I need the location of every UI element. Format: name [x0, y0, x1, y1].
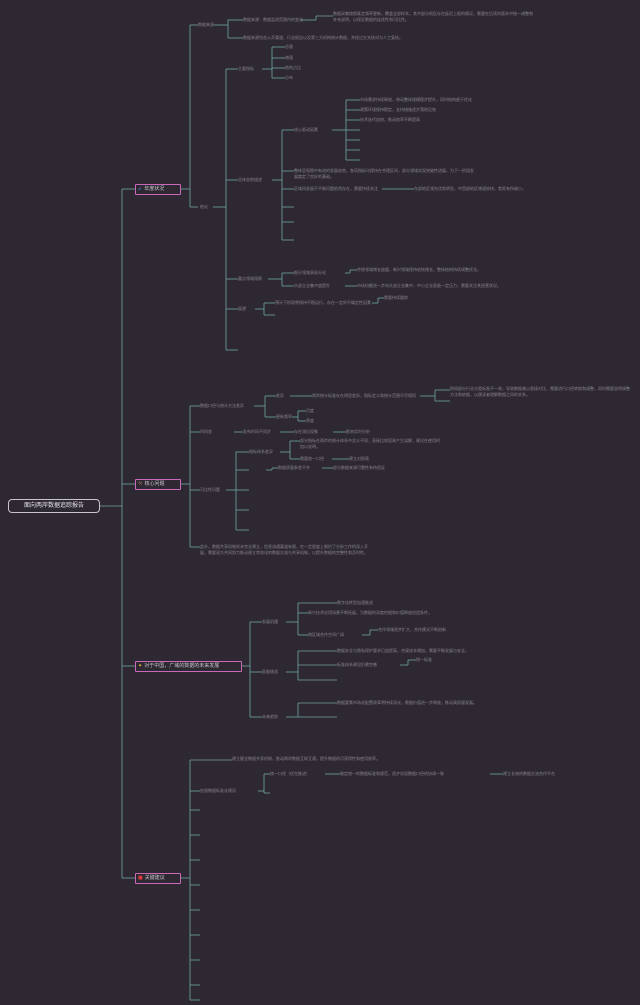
node-b4-b1a[interactable]: 制定统一的数据标准和规范，逐步实现数据口径的协调一致	[340, 771, 444, 776]
branch-node-1[interactable]: ➹年度状况	[135, 184, 181, 195]
bulb-icon: ✦	[138, 663, 143, 669]
node-b2-d[interactable]: 此外，数据共享机制尚未完全建立，信息流通渠道有限，在一定程度上制约了分析工作的深…	[200, 544, 368, 555]
node-b3-b[interactable]: 面临挑战	[262, 669, 278, 674]
node-b1-b2-1c[interactable]: 技术迭代加快，推动效率不断提高	[360, 117, 420, 122]
node-b1-b2[interactable]: 总体态势描述	[238, 177, 262, 182]
node-b1-b3-1a[interactable]: 传统领域增长放缓，新兴领域保持较快增长，整体结构持续调整优化。	[357, 267, 481, 272]
node-b2-c2a[interactable]: 部分数据来源可靠性有待验证	[333, 465, 385, 470]
node-b3-c1[interactable]: 数据要素市场化配置改革将持续深化，数据价值进一步释放，推动高质量发展。	[337, 700, 477, 705]
node-b1-b1-2[interactable]: 增速	[285, 55, 293, 60]
node-b2-a1-2b[interactable]: 季度	[306, 418, 314, 423]
node-b1-b1-3[interactable]: 结构占比	[285, 65, 301, 70]
node-b1-b1-1[interactable]: 总量	[285, 44, 293, 49]
node-b1-a[interactable]: 数据来源	[198, 22, 214, 27]
node-b3-b2a[interactable]: 统一标准	[416, 657, 432, 662]
node-b2-a1-1[interactable]: 两岸统计标准存在明显差异，指标定义和统计范围不尽相同	[312, 393, 416, 398]
node-b2-c[interactable]: 可比性问题	[200, 487, 220, 492]
node-b4-b1b[interactable]: 建立长效的数据交流合作平台	[503, 771, 555, 776]
node-b2-a[interactable]: 数据口径与统计方法差异	[200, 403, 244, 408]
node-b2-b1a[interactable]: 存在滞后现象	[294, 429, 318, 434]
node-b1-b2-1b[interactable]: 政策环境保持稳定，支持措施逐步落地见效	[360, 107, 436, 112]
node-b2-c1[interactable]: 指标体系差异	[249, 449, 273, 454]
node-b3-b1[interactable]: 数据安全与隐私保护要求日益提高，合规成本增加，需要平衡发展与安全。	[337, 648, 469, 653]
node-b4-b1[interactable]: 统一口径（优先推进）	[270, 771, 310, 776]
node-b3-a3a[interactable]: 合作领域逐步扩大，合作模式不断创新	[378, 627, 446, 632]
branch-node-4[interactable]: ■关键建议	[135, 873, 181, 884]
node-b2-c1a[interactable]: 部分指标在两岸的统计体系中含义不同，直接比较容易产生误解，建议在使用时加以说明。	[300, 438, 440, 449]
node-b1-b2-2[interactable]: 整体呈现稳中有进的发展态势，各项指标均保持在合理区间，部分领域实现突破性进展，为…	[294, 168, 474, 179]
node-b1-b1[interactable]: 主要指标	[238, 66, 254, 71]
node-b1-b[interactable]: 结论	[200, 204, 208, 209]
node-b2-c2[interactable]: 数据质量参差不齐	[278, 465, 310, 470]
tool-icon: ⚒	[138, 481, 143, 487]
node-b1-b4-1a[interactable]: 需要持续跟踪	[384, 295, 408, 300]
rocket-icon: ➹	[138, 186, 143, 192]
node-b3-a1[interactable]: 数字化转型加速推进	[337, 600, 373, 605]
branch-label-4: 关键建议	[144, 875, 165, 881]
flag-icon: ■	[138, 875, 143, 881]
node-b1-b4-1[interactable]: 预计下阶段将保持平稳运行，存在一定的不确定性因素	[275, 300, 371, 305]
node-b4-b[interactable]: 加强数据标准化建设	[200, 788, 236, 793]
node-b1-b4[interactable]: 展望	[238, 306, 246, 311]
branch-label-1: 年度状况	[144, 186, 165, 192]
node-b1-b1-4[interactable]: 分布	[285, 75, 293, 80]
node-b1-a1-detail[interactable]: 数据采集按照既定频率更新，覆盖全部样本，其中部分地区存在延迟上报的情况，需要在后…	[333, 11, 533, 22]
node-b3-b2[interactable]: 标准体系建设仍需完善	[337, 662, 377, 667]
node-b2-b[interactable]: 时间差	[200, 429, 212, 434]
node-b1-a2[interactable]: 数据来源包含公开渠道、行业报告以及第三方机构统计数据，并经过交叉核对与人工复核。	[243, 35, 403, 40]
node-b3-a[interactable]: 发展机遇	[262, 619, 278, 624]
node-b2-c1b[interactable]: 需要统一口径	[300, 456, 324, 461]
branch-node-2[interactable]: ⚒核心问题	[135, 479, 181, 490]
node-b1-b2-3a[interactable]: 东部地区领先优势明显，中西部地区增速较快，差距有所缩小。	[414, 186, 526, 191]
branch-label-3: 对于中国，广域的数据的未来发展	[144, 663, 220, 669]
node-b3-a2[interactable]: 新兴技术应用场景不断拓展，为数据的深度挖掘和价值释放创造条件。	[308, 610, 432, 615]
node-b2-c1b1[interactable]: 建立对照表	[349, 456, 369, 461]
node-b3-a3[interactable]: 跨区域合作空间广阔	[308, 632, 344, 637]
branch-label-2: 核心问题	[144, 481, 165, 487]
node-b1-a1[interactable]: 数据来源：数据监测范围内的变化	[243, 17, 303, 22]
node-b1-b3-1[interactable]: 细分领域表现分化	[294, 270, 326, 275]
node-b2-a1[interactable]: 差异	[276, 393, 284, 398]
node-b2-b1b[interactable]: 影响实时分析	[346, 429, 370, 434]
node-b1-b2-3[interactable]: 区域间发展不平衡问题依然存在，需要持续关注	[294, 186, 378, 191]
node-b1-b3[interactable]: 重点领域观察	[238, 276, 262, 281]
node-b1-b2-1[interactable]: 核心驱动因素	[294, 127, 318, 132]
node-b1-b2-1a[interactable]: 市场需求持续释放，带动整体规模稳步提升，同时结构趋于优化	[360, 97, 472, 102]
node-b2-b1[interactable]: 发布时间不同步	[243, 429, 271, 434]
node-b2-a1-2a[interactable]: 月度	[306, 408, 314, 413]
node-b2-a1-1a[interactable]: 例如部分行业分类标准不一致，导致数据难以直接对比，需要进行口径转换和调整，同时需…	[450, 386, 630, 397]
node-b3-c[interactable]: 未来趋势	[262, 714, 278, 719]
branch-node-3[interactable]: ✦对于中国，广域的数据的未来发展	[135, 661, 242, 672]
node-b4-a[interactable]: 建立健全数据共享机制，推动两岸数据互联互通，提升数据的可获得性和使用效率。	[232, 756, 380, 761]
node-b2-a1-2[interactable]: 更新频率	[276, 414, 292, 419]
root-node[interactable]: 面向两岸数据追踪报告	[8, 499, 100, 513]
node-b1-b3-2[interactable]: 头部企业集中度提升	[294, 283, 330, 288]
node-b1-b3-2a[interactable]: 市场份额进一步向头部企业集中，中小企业面临一定压力，需要关注其经营状况。	[357, 283, 501, 288]
